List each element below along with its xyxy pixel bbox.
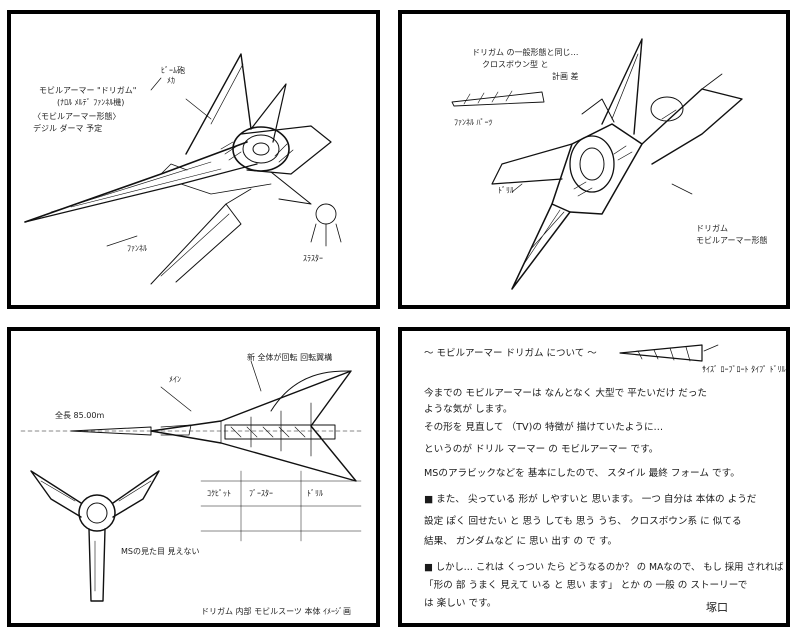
annotation: デジル ダーマ 予定	[33, 124, 103, 133]
ship-sketch-side-and-front	[20, 360, 362, 602]
memo-line: は 楽しい です。	[424, 598, 497, 609]
annotation: ドリガム	[696, 224, 728, 233]
memo-line: ような気が します。	[424, 404, 513, 415]
annotation: モビルアーマー "ドリガム"	[39, 86, 137, 95]
memo-panel-bottom-right: 〜 モビルアーマー ドリガム について 〜 ｻｲｽﾞ ﾛｰﾌﾞﾛｰﾄ ﾀｲﾌﾟ …	[398, 327, 790, 627]
sketch-panel-bottom-left: 全長 85.00m 新 全体が回転 回転翼構 ﾒｲﾝ ｺｸﾋﾟｯﾄ ﾌﾞｰｽﾀｰ…	[7, 327, 380, 627]
annotation: クロスボウン型 と	[482, 60, 549, 69]
annotation: ｺｸﾋﾟｯﾄ	[207, 489, 231, 498]
annotation: ﾒｶ	[167, 76, 175, 85]
memo-line: 「形の 部 うまく 見えて いる と 思い ます」 とか の 一般 の ストーリ…	[424, 580, 748, 591]
annotation: ﾄﾞﾘﾙ	[307, 489, 323, 498]
annotation: ﾌｧﾝﾈﾙ ﾊﾟｰﾂ	[454, 118, 493, 127]
memo-line: MSのアラビックなどを 基本にしたので、 スタイル 最終 フォーム です。	[424, 468, 740, 479]
annotation: ﾌｧﾝﾈﾙ	[127, 244, 147, 253]
memo-line: ■ しかし… これは くっつい たら どうなるのか？ の MAなので、 もし 採…	[424, 562, 784, 573]
annotation: ｽﾗｽﾀｰ	[303, 254, 323, 263]
annotation: モビルアーマー形態	[696, 236, 768, 245]
memo-side-note: ｻｲｽﾞ ﾛｰﾌﾞﾛｰﾄ ﾀｲﾌﾟ ﾄﾞﾘﾙ 等	[702, 365, 790, 374]
annotation: ドリガム の一般形態と同じ…	[472, 48, 579, 57]
sketch-panel-top-left: モビルアーマー "ドリガム" (ﾅﾛﾙ ﾒﾙﾃﾞ ﾌｧﾝﾈﾙ機) 〈モビルアーマ…	[7, 10, 380, 309]
annotation: ﾋﾞｰﾑ砲	[161, 66, 185, 75]
annotation: ﾌﾞｰｽﾀｰ	[249, 489, 273, 498]
annotation: 〈モビルアーマー形態〉	[33, 112, 121, 121]
annotation: (ﾅﾛﾙ ﾒﾙﾃﾞ ﾌｧﾝﾈﾙ機)	[57, 98, 125, 107]
memo-title: 〜 モビルアーマー ドリガム について 〜	[424, 348, 597, 359]
memo-line: 今までの モビルアーマーは なんとなく 大型で 平たいだけ だった	[424, 388, 708, 399]
annotation: MSの見た目 見えない	[121, 547, 200, 556]
memo-signature: 塚口	[706, 601, 728, 614]
memo-line: その形を 見直して （TV)の 特徴が 描けていたように…	[424, 422, 664, 433]
sketch-panel-top-right: ドリガム の一般形態と同じ… クロスボウン型 と 計画 差 ﾌｧﾝﾈﾙ ﾊﾟｰﾂ…	[398, 10, 790, 309]
annotation: 全長 85.00m	[55, 411, 105, 420]
ship-sketch-mobile-armor	[24, 53, 342, 285]
memo-line: 結果、 ガンダムなど に 思い 出す の で す。	[424, 536, 618, 547]
ship-sketch-front-view	[451, 38, 743, 290]
memo-line: ■ また、 尖っている 形が しやすいと 思います。 一つ 自分は 本体の よう…	[424, 494, 757, 505]
annotation: ﾄﾞﾘﾙ	[498, 186, 514, 195]
annotation: 新 全体が回転 回転翼構	[247, 353, 333, 362]
annotation: ﾒｲﾝ	[169, 375, 181, 384]
memo-line: というのが ドリル マーマー の モビルアーマー です。	[424, 444, 659, 455]
memo-line: 設定 ぽく 回せたい と 思う しても 思う うち、 クロスボウン系 に 似てる	[424, 516, 742, 527]
drill-sketch	[619, 344, 719, 362]
annotation: ドリガム 内部 モビルスーツ 本体 ｲﾒｰｼﾞ画	[201, 607, 352, 616]
annotation: 計画 差	[552, 72, 579, 81]
